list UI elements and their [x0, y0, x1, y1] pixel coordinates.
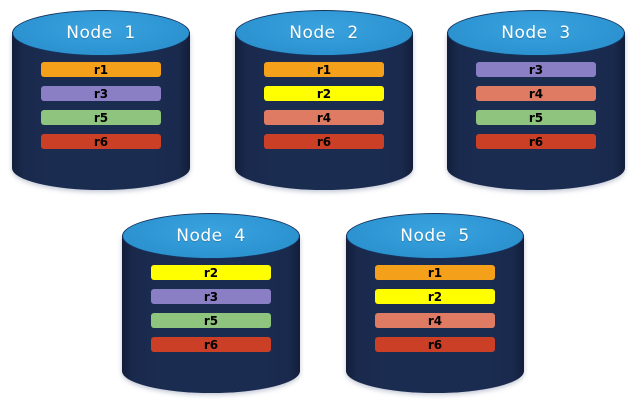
shard-list: r1 r2 r4 r6: [235, 62, 413, 149]
shard-bar[interactable]: r1: [41, 62, 161, 77]
shard-bar[interactable]: r5: [476, 110, 596, 125]
shard-bar[interactable]: r4: [375, 313, 495, 328]
shard-bar[interactable]: r6: [264, 134, 384, 149]
cylinder-top-ellipse: [447, 10, 625, 56]
shard-bar[interactable]: r5: [151, 313, 271, 328]
shard-bar[interactable]: r4: [476, 86, 596, 101]
shard-bar[interactable]: r2: [264, 86, 384, 101]
shard-list: r3 r4 r5 r6: [447, 62, 625, 149]
shard-bar[interactable]: r4: [264, 110, 384, 125]
shard-bar[interactable]: r6: [375, 337, 495, 352]
cylinder-top-ellipse: [122, 213, 300, 259]
shard-list: r2 r3 r5 r6: [122, 265, 300, 352]
shard-bar[interactable]: r6: [41, 134, 161, 149]
shard-bar[interactable]: r3: [151, 289, 271, 304]
shard-bar[interactable]: r2: [151, 265, 271, 280]
shard-bar[interactable]: r2: [375, 289, 495, 304]
shard-list: r1 r3 r5 r6: [12, 62, 190, 149]
shard-bar[interactable]: r3: [476, 62, 596, 77]
shard-bar[interactable]: r6: [151, 337, 271, 352]
shard-bar[interactable]: r5: [41, 110, 161, 125]
shard-bar[interactable]: r1: [375, 265, 495, 280]
cylinder-top-ellipse: [235, 10, 413, 56]
shard-bar[interactable]: r3: [41, 86, 161, 101]
cylinder-top-ellipse: [346, 213, 524, 259]
shard-bar[interactable]: r6: [476, 134, 596, 149]
shard-list: r1 r2 r4 r6: [346, 265, 524, 352]
shard-bar[interactable]: r1: [264, 62, 384, 77]
cylinder-top-ellipse: [12, 10, 190, 56]
